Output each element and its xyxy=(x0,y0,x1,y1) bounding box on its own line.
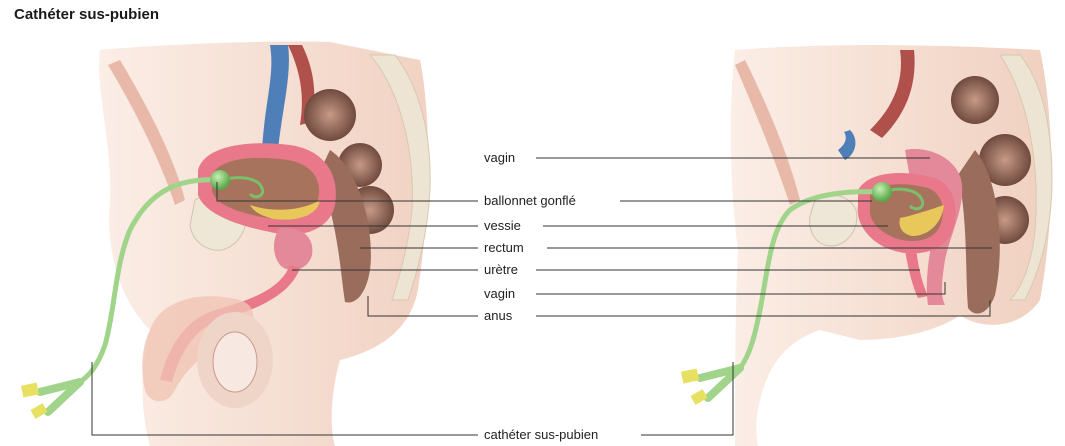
label-vessie: vessie xyxy=(484,218,521,234)
female-catheter-connector xyxy=(681,368,740,405)
label-uretre: urètre xyxy=(484,262,518,278)
male-catheter-connector xyxy=(21,382,80,419)
female-balloon xyxy=(872,182,892,202)
female-bowel-loop xyxy=(951,76,999,124)
label-vagin-bottom: vagin xyxy=(484,286,515,302)
label-vagin-top: vagin xyxy=(484,150,515,166)
male-testis-inner xyxy=(213,332,257,392)
female-figure xyxy=(681,45,1052,446)
male-bowel-loop xyxy=(304,89,356,141)
label-catheter-sus-pubien: cathéter sus-pubien xyxy=(484,427,598,443)
male-balloon xyxy=(210,170,230,190)
label-ballonnet-gonfle: ballonnet gonflé xyxy=(484,193,576,209)
male-figure xyxy=(21,42,430,446)
label-anus: anus xyxy=(484,308,512,324)
label-rectum: rectum xyxy=(484,240,524,256)
